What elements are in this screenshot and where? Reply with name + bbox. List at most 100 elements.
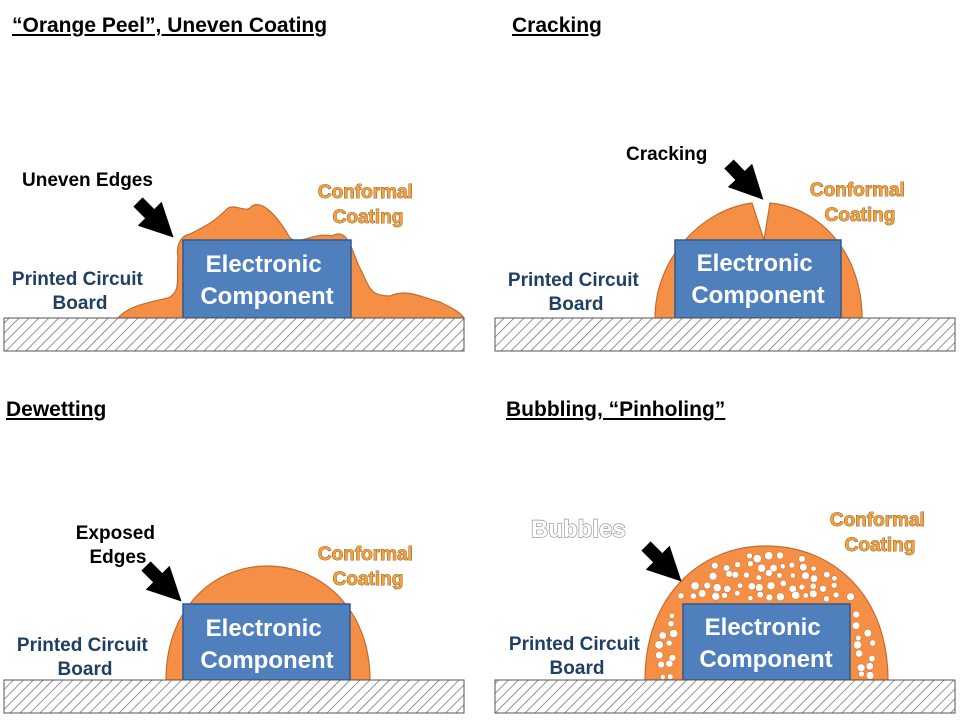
bubble (677, 592, 685, 600)
bubble (703, 581, 711, 590)
bubble (788, 561, 796, 569)
bubble (690, 581, 700, 591)
bubble (865, 671, 875, 680)
component-label: Electronic Component (699, 614, 832, 673)
bubble (667, 620, 675, 628)
arrow-icon (641, 541, 682, 582)
board-label: Printed Circuit Board (509, 634, 645, 679)
bubble (858, 670, 865, 678)
panel-orange-peel: Uneven Edges Conformal Coating Electroni… (3, 170, 466, 352)
bubble (798, 583, 806, 591)
bubble (756, 591, 764, 599)
bubble (711, 592, 720, 601)
panel-bubbling: Bubbles Conformal Coating Electronic Com… (494, 510, 956, 714)
bubble (810, 574, 818, 583)
bubbles-group (654, 551, 877, 680)
bubble (856, 663, 866, 672)
bubble (665, 639, 673, 647)
bubble (819, 585, 827, 593)
bubble (654, 640, 664, 650)
bubble (765, 569, 773, 577)
bubble (667, 673, 674, 680)
coating-label: Conformal Coating (318, 544, 418, 590)
bubble (743, 571, 750, 579)
bubble (809, 589, 818, 598)
bubble (855, 634, 862, 642)
electronic-component (182, 239, 352, 319)
bubble (737, 582, 743, 589)
arrow-icon (141, 561, 182, 602)
bubble (846, 592, 855, 601)
arrow-label: Uneven Edges (22, 170, 153, 191)
bubble (660, 674, 666, 680)
circuit-board (3, 679, 465, 714)
bubble (776, 572, 783, 579)
bubble (765, 593, 774, 602)
electronic-component (682, 603, 851, 681)
panel-cracking: Cracking Conformal Coating Electronic Co… (494, 144, 956, 352)
bubble (755, 583, 764, 592)
bubble (725, 570, 733, 578)
bubble (665, 659, 674, 668)
bubble (851, 621, 861, 630)
component-label: Electronic Component (200, 251, 333, 310)
panel-title-dewetting: Dewetting (6, 398, 107, 421)
bubble (779, 563, 786, 570)
bubble (711, 561, 719, 570)
bubble (776, 592, 785, 602)
circuit-board (494, 317, 956, 352)
panel-title-orange-peel: “Orange Peel”, Uneven Coating (12, 14, 328, 37)
bubble (669, 612, 675, 619)
bubble (823, 571, 831, 579)
component-label: Electronic Component (691, 250, 824, 309)
bubble (764, 551, 774, 561)
board-label: Printed Circuit Board (17, 635, 153, 680)
bubble (734, 590, 741, 597)
circuit-board (494, 679, 956, 714)
coating-label: Conformal Coating (810, 180, 910, 226)
board-label: Printed Circuit Board (12, 269, 148, 314)
bubble (746, 552, 753, 560)
bubble (655, 651, 664, 660)
bubble (868, 655, 876, 663)
bubble (721, 592, 728, 599)
bubble (755, 574, 762, 581)
arrow-label: Bubbles (531, 516, 626, 543)
arrow-label: Exposed Edges (76, 523, 160, 568)
bubble (799, 563, 808, 572)
bubble (752, 554, 762, 564)
panel-title-cracking: Cracking (512, 14, 602, 37)
bubble (853, 640, 862, 650)
bubble (776, 551, 784, 560)
bubble (690, 592, 697, 600)
bubble (712, 583, 722, 593)
bubble (779, 579, 787, 587)
arrow-icon (133, 197, 174, 238)
bubble (757, 563, 766, 573)
circuit-board (3, 317, 465, 352)
bubble (802, 592, 809, 599)
bubble (831, 582, 838, 589)
bubble (855, 649, 863, 658)
bubble (790, 572, 796, 579)
bubble (698, 589, 707, 598)
bubble (708, 572, 718, 581)
bubble (791, 590, 801, 600)
arrow-icon (724, 159, 764, 200)
bubble (747, 595, 754, 601)
coating-label: Conformal Coating (830, 510, 930, 556)
bubble (810, 565, 817, 572)
bubble (747, 582, 756, 591)
bubble (831, 575, 838, 582)
bubble (723, 585, 732, 593)
bubble (809, 582, 817, 590)
panel-dewetting: Exposed Edges Conformal Coating Electron… (3, 523, 465, 714)
bubble (657, 660, 665, 669)
bubble (852, 610, 860, 619)
bubble (823, 595, 830, 603)
panel-title-bubbling: Bubbling, “Pinholing” (506, 398, 726, 421)
component-label: Electronic Component (200, 615, 333, 674)
bubble (658, 631, 667, 640)
bubble (832, 591, 840, 599)
